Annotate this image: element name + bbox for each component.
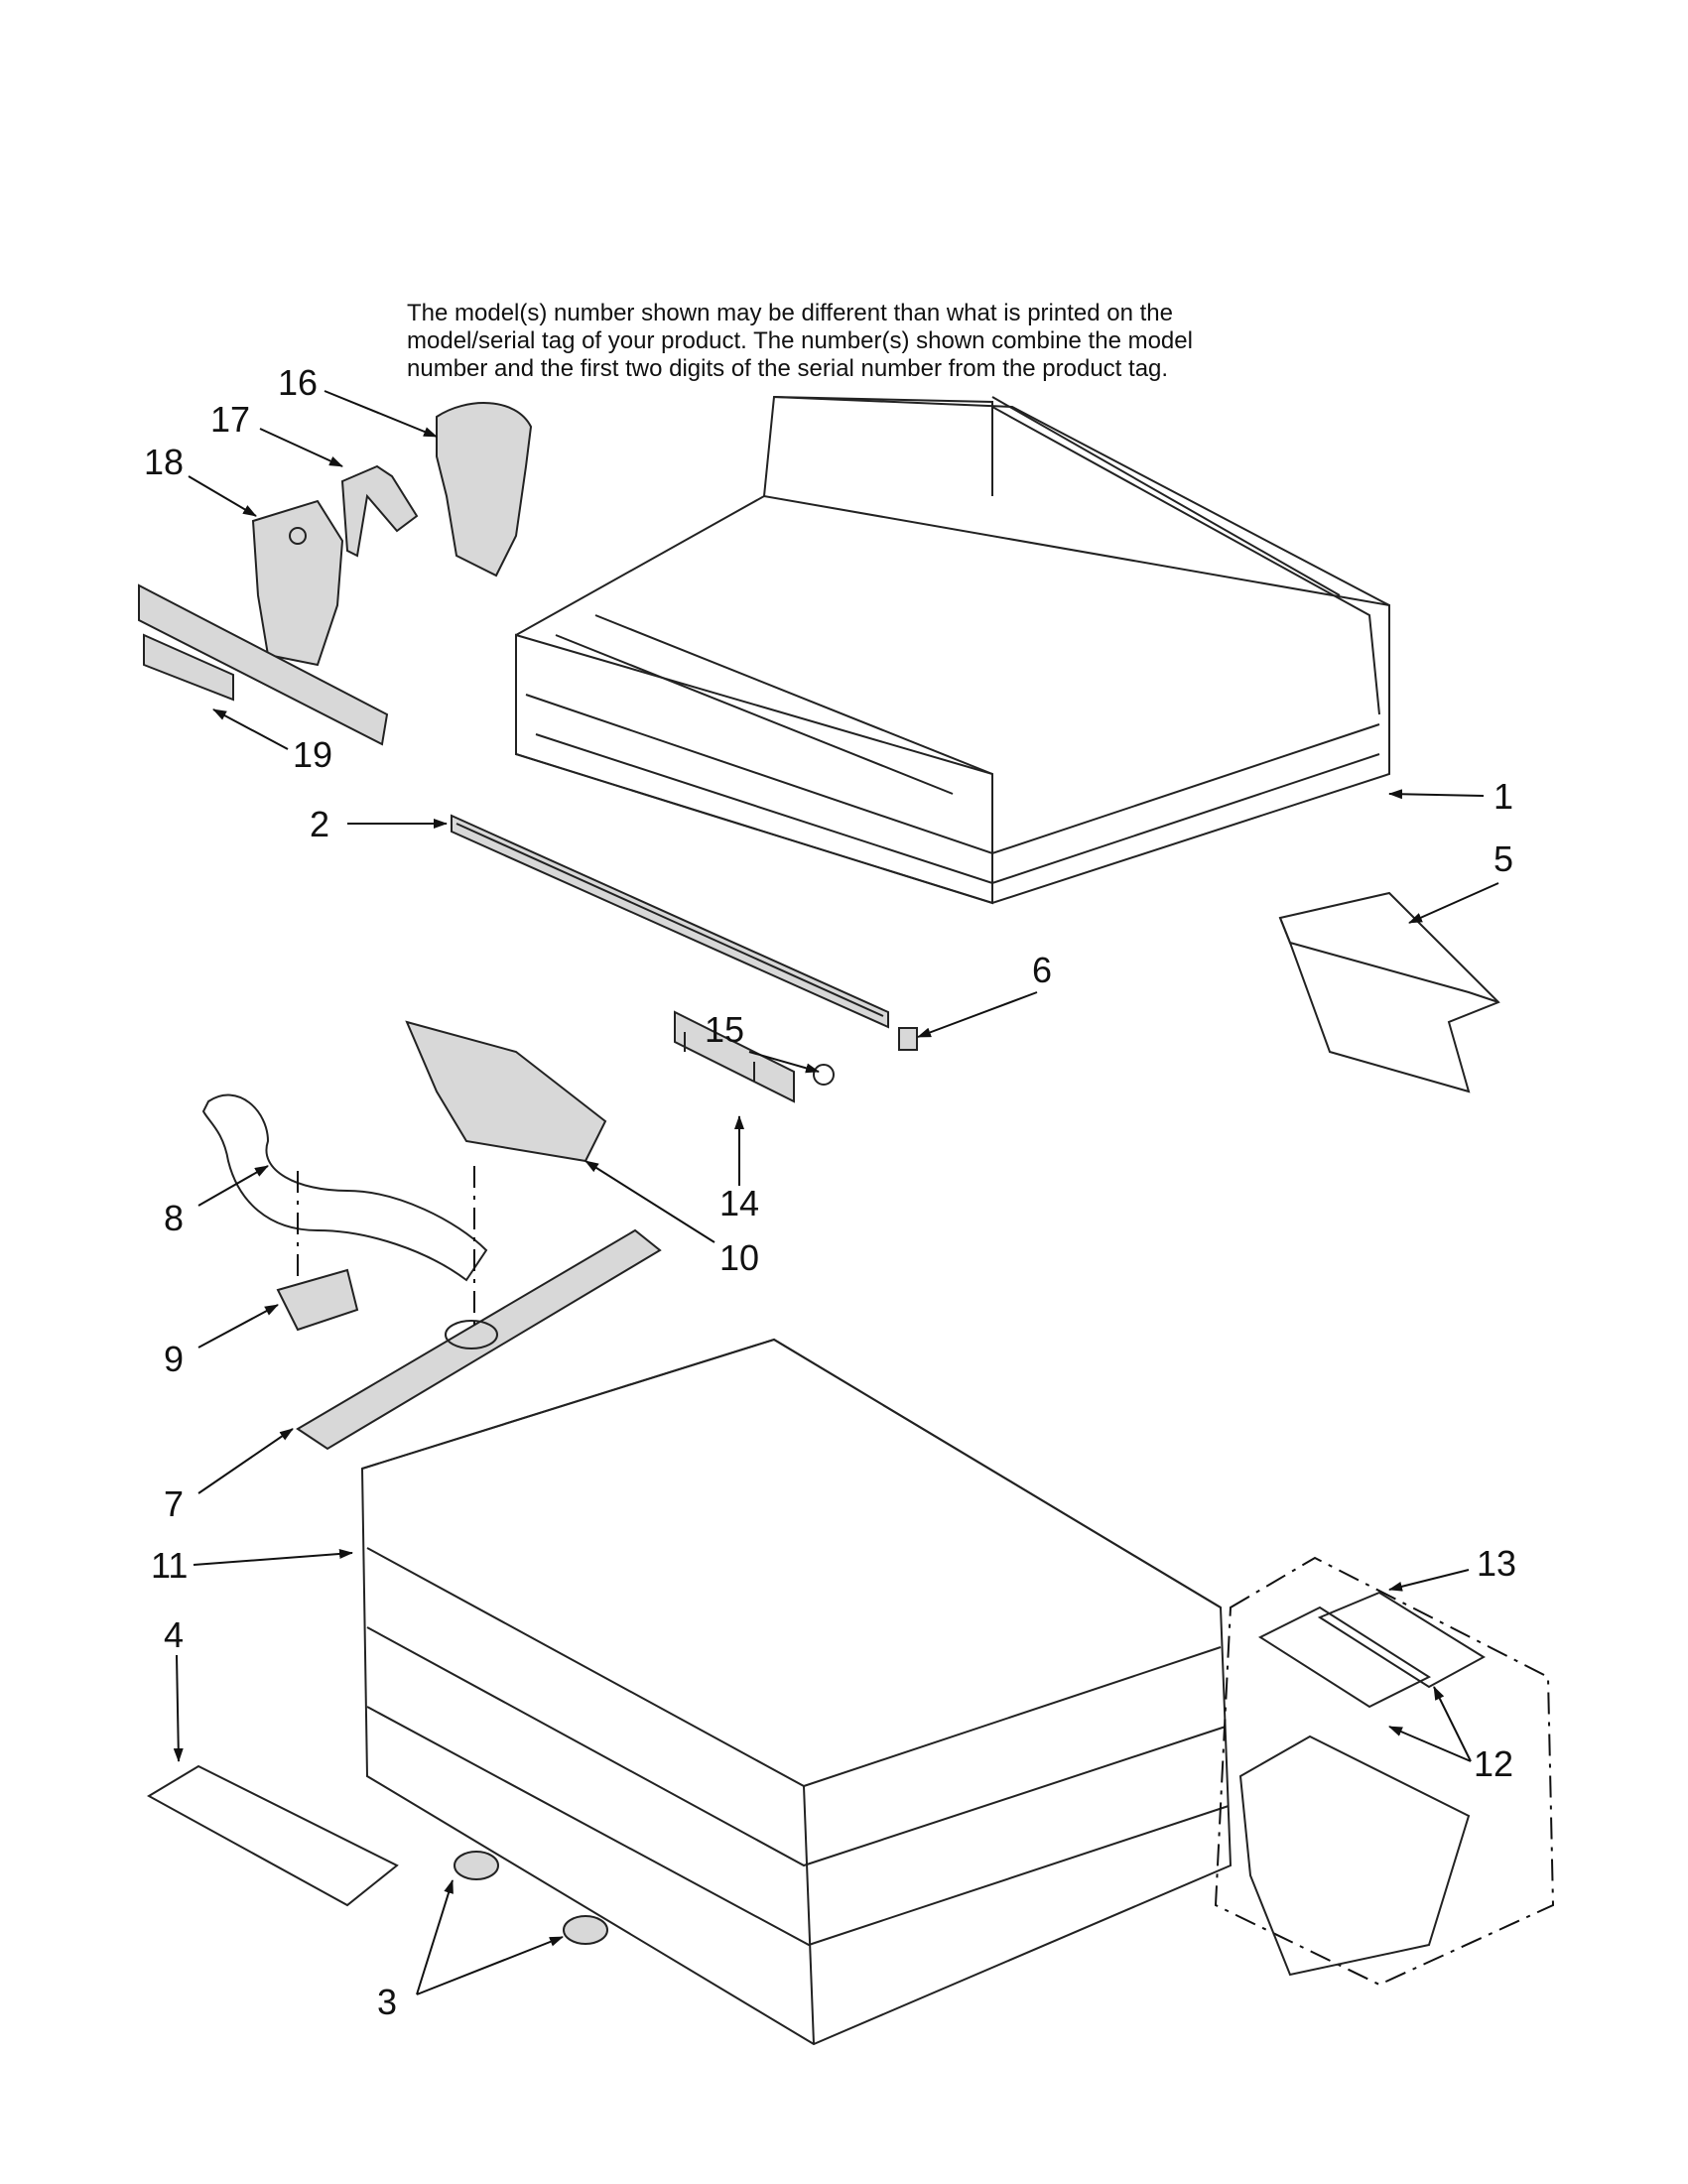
- callout-5: 5: [1493, 838, 1513, 879]
- upper-spray-arm: [296, 1228, 662, 1451]
- callout-8: 8: [164, 1198, 184, 1238]
- dishrack-wheel: [563, 1915, 608, 1945]
- lower-dishrack: [360, 1338, 1233, 2046]
- small-basket: [1278, 891, 1500, 1093]
- rail-stop-clip: [898, 1027, 918, 1051]
- end-cap: [813, 1064, 835, 1086]
- callout-1: 1: [1493, 776, 1513, 817]
- notice-line-1: The model(s) number shown may be differe…: [407, 300, 1173, 326]
- adjuster-handle: [436, 402, 533, 578]
- callout-9: 9: [164, 1339, 184, 1379]
- silverware-basket-kit: [1214, 1556, 1555, 1987]
- rail-end-stop: [674, 1010, 795, 1103]
- upper-dishrack: [515, 395, 1390, 905]
- manifold-clip: [276, 1268, 359, 1332]
- adjuster-lever: [340, 464, 419, 558]
- callout-10: 10: [719, 1237, 759, 1278]
- callout-3: 3: [377, 1982, 397, 2022]
- notice-line-3: number and the first two digits of the s…: [407, 355, 1169, 382]
- callout-6: 6: [1032, 950, 1052, 990]
- callout-13: 13: [1477, 1543, 1516, 1584]
- tine-row: [146, 1764, 399, 1907]
- callout-4: 4: [164, 1614, 184, 1655]
- model-number-notice: The model(s) number shown may be differe…: [407, 300, 1300, 383]
- adjuster-bracket: [138, 583, 389, 746]
- callout-18: 18: [144, 442, 184, 482]
- notice-line-2: model/serial tag of your product. The nu…: [407, 327, 1193, 354]
- spray-manifold-tube: [201, 1093, 488, 1282]
- adjuster-housing: [251, 499, 344, 667]
- callout-11: 11: [151, 1545, 188, 1586]
- callout-16: 16: [278, 362, 318, 403]
- callout-12: 12: [1474, 1743, 1513, 1784]
- callout-14: 14: [719, 1183, 759, 1223]
- callout-17: 17: [210, 399, 250, 440]
- spray-arm-mount: [405, 1020, 607, 1163]
- callout-19: 19: [293, 734, 332, 775]
- callout-2: 2: [310, 804, 329, 844]
- callout-15: 15: [705, 1009, 744, 1050]
- dishrack-adjuster-rail: [451, 814, 889, 1029]
- dishrack-wheel: [454, 1851, 499, 1880]
- callout-7: 7: [164, 1483, 184, 1524]
